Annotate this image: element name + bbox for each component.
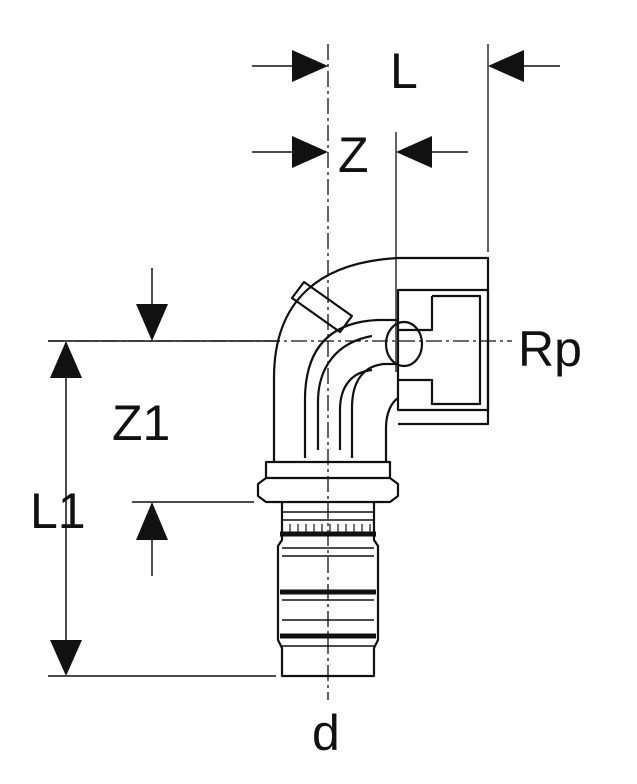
junction-oval: [384, 320, 424, 368]
elbow-inner-contour: [384, 397, 399, 462]
flow-channel-inner: [350, 362, 398, 458]
arrow-Z1-up: [136, 502, 168, 540]
dimension-labels: L Z Rp Z1 L1 d: [30, 43, 582, 761]
elbow-outer-contour: [272, 256, 490, 462]
channel-wall: [316, 334, 373, 450]
dimension-lines: [48, 65, 560, 677]
arrow-L-right: [488, 50, 524, 82]
arrow-L-left: [292, 50, 328, 82]
label-Z: Z: [338, 127, 369, 183]
label-d: d: [312, 705, 340, 761]
sleeve-knurl: [289, 524, 371, 532]
arrowheads: [50, 50, 524, 676]
arrow-L1-up: [50, 341, 82, 378]
socket-thread-lines: [398, 294, 482, 406]
center-lines: [48, 44, 512, 700]
arrow-L1-down: [50, 640, 82, 676]
flange-collar: [256, 460, 400, 504]
arrow-Z-left: [292, 136, 328, 168]
arrow-Z-right: [396, 136, 432, 168]
arrow-Z1-down: [136, 304, 168, 341]
threaded-socket: [396, 288, 490, 412]
label-L1: L1: [30, 483, 86, 539]
label-Z1: Z1: [112, 395, 170, 451]
elbow-fitting: [256, 256, 490, 678]
pin-stub: [290, 280, 354, 334]
label-Rp: Rp: [518, 321, 582, 377]
label-L: L: [390, 43, 418, 99]
